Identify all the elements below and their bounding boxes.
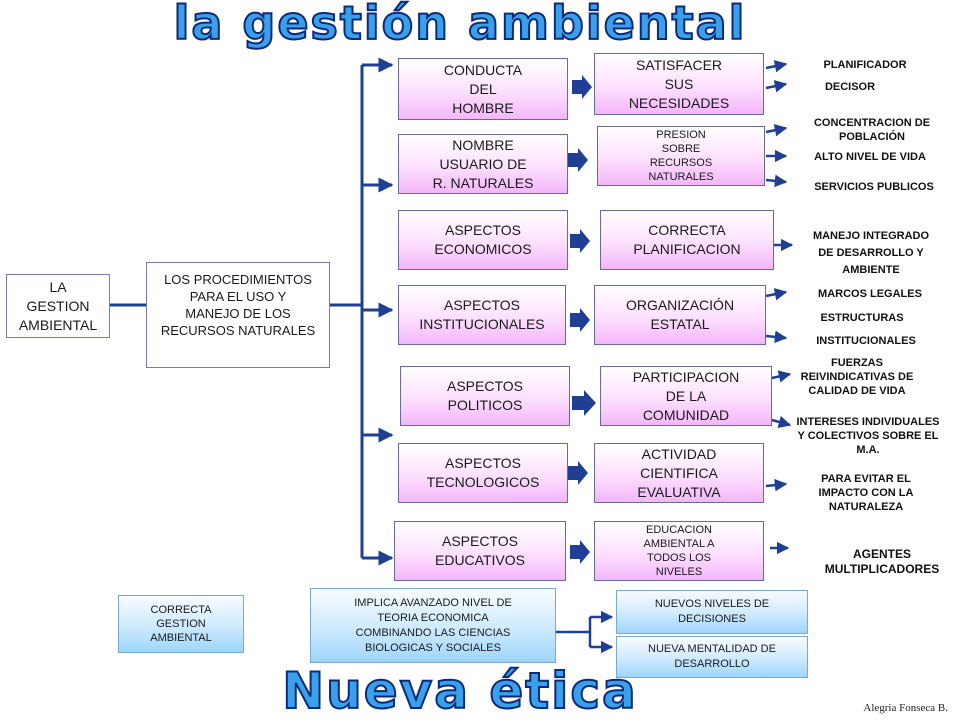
aspect-box-educativos: ASPECTOS EDUCATIVOS bbox=[394, 521, 566, 581]
mid-arrows bbox=[568, 75, 596, 564]
aspect-box-politicos: ASPECTOS POLITICOS bbox=[400, 366, 570, 426]
aspect-box-economicos: ASPECTOS ECONOMICOS bbox=[398, 210, 568, 270]
note-fuerzas: FUERZAS REIVINDICATIVAS DE CALIDAD DE VI… bbox=[800, 357, 914, 397]
main-title: la gestión ambiental bbox=[173, 0, 747, 50]
aspect-box-institucionales: ASPECTOS INSTITUCIONALES bbox=[398, 285, 566, 345]
note-alto-nivel: ALTO NIVEL DE VIDA bbox=[814, 151, 926, 163]
procedures-box: LOS PROCEDIMIENTOS PARA EL USO Y MANEJO … bbox=[146, 262, 330, 368]
note-institucionales: INSTITUCIONALES bbox=[816, 335, 916, 347]
root-box: LA GESTION AMBIENTAL bbox=[6, 274, 110, 338]
bottom-connectors bbox=[556, 610, 614, 654]
nueva-mentalidad-box: NUEVA MENTALIDAD DE DESARROLLO bbox=[616, 636, 808, 678]
aspect-box-conducta: CONDUCTA DEL HOMBRE bbox=[398, 58, 568, 120]
aspect-box-nombre-usuario: NOMBRE USUARIO DE R. NATURALES bbox=[398, 134, 568, 194]
note-manejo-integrado: MANEJO INTEGRADO DE DESARROLLO Y AMBIENT… bbox=[812, 230, 930, 276]
note-marcos-legales: MARCOS LEGALES bbox=[818, 288, 922, 300]
result-box-participacion: PARTICIPACION DE LA COMUNIDAD bbox=[600, 366, 772, 426]
note-planificador: PLANIFICADOR bbox=[823, 59, 907, 71]
result-box-satisfacer: SATISFACER SUS NECESIDADES bbox=[594, 53, 764, 115]
note-concentracion: CONCENTRACION DE POBLACIÓN bbox=[813, 117, 931, 143]
correcta-gestion-box: CORRECTA GESTION AMBIENTAL bbox=[118, 595, 244, 653]
result-box-educacion: EDUCACION AMBIENTAL A TODOS LOS NIVELES bbox=[594, 521, 764, 581]
result-box-planificacion: CORRECTA PLANIFICACION bbox=[600, 210, 774, 270]
nuevos-niveles-box: NUEVOS NIVELES DE DECISIONES bbox=[616, 590, 808, 634]
note-servicios: SERVICIOS PUBLICOS bbox=[814, 181, 934, 193]
note-intereses: INTERESES INDIVIDUALES Y COLECTIVOS SOBR… bbox=[796, 416, 940, 456]
bottom-title: Nueva ética bbox=[281, 662, 638, 720]
implica-box: IMPLICA AVANZADO NIVEL DE TEORIA ECONOMI… bbox=[310, 588, 556, 663]
author-credit: Alegria Fonseca B. bbox=[863, 702, 948, 714]
note-decisor: DECISOR bbox=[824, 81, 876, 93]
note-agentes: AGENTES MULTIPLICADORES bbox=[824, 547, 940, 576]
note-evitar-impacto: PARA EVITAR EL IMPACTO CON LA NATURALEZA bbox=[818, 473, 914, 513]
note-arrows bbox=[765, 60, 794, 555]
result-box-actividad: ACTIVIDAD CIENTIFICA EVALUATIVA bbox=[594, 443, 764, 503]
note-estructuras: ESTRUCTURAS bbox=[820, 312, 904, 324]
result-box-presion: PRESION SOBRE RECURSOS NATURALES bbox=[597, 126, 765, 186]
aspect-box-tecnologicos: ASPECTOS TECNOLOGICOS bbox=[398, 443, 568, 503]
result-box-organizacion: ORGANIZACIÓN ESTATAL bbox=[594, 285, 766, 345]
